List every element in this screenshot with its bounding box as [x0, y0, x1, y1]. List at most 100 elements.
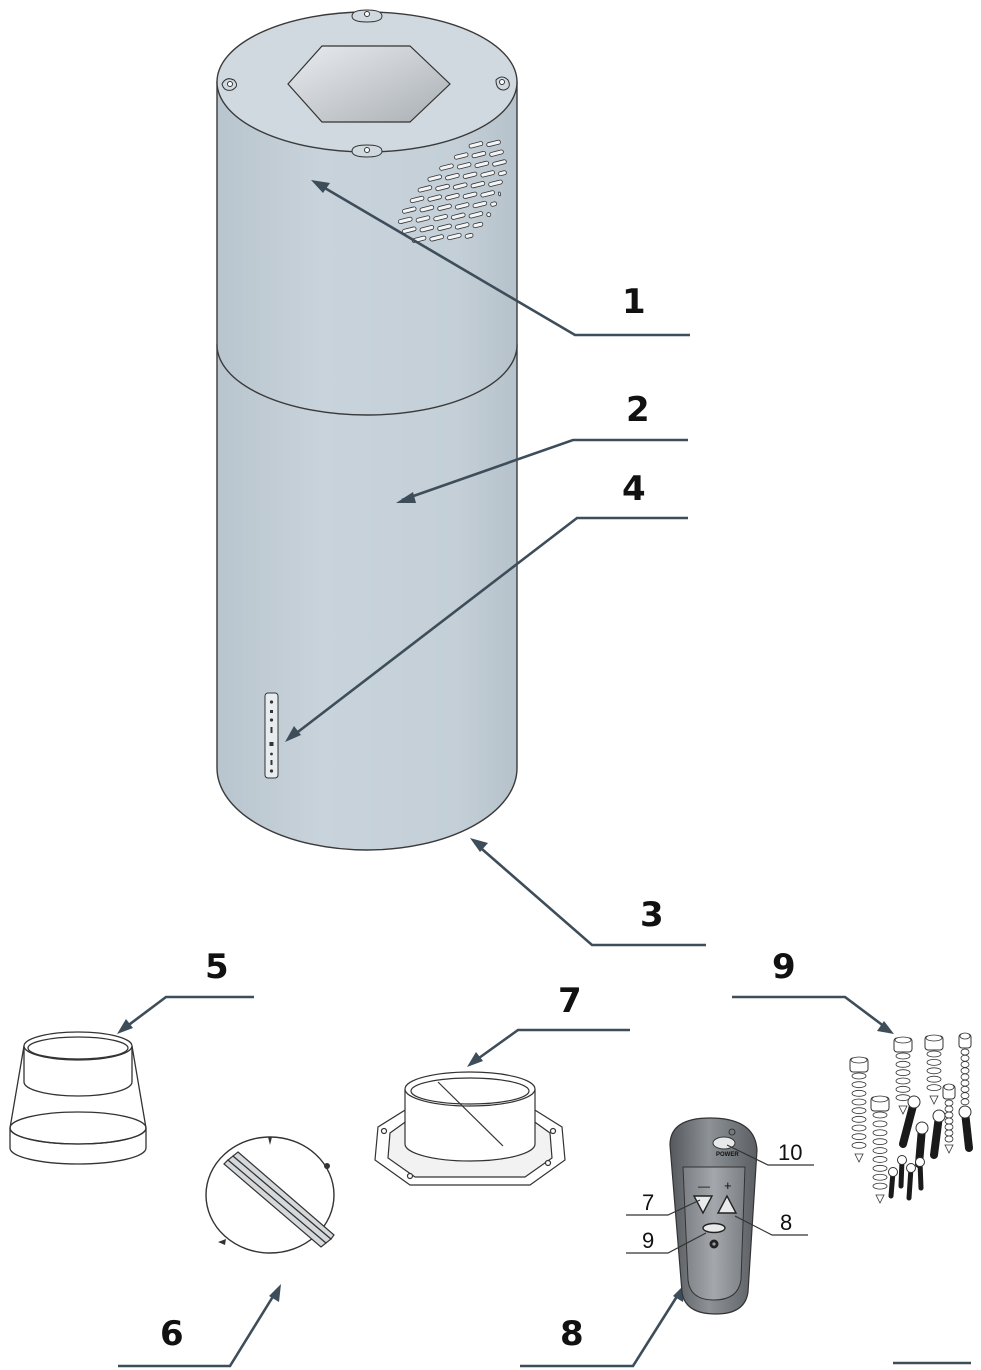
remote-callouts: 10 7 8 9 — [626, 1140, 814, 1254]
vent-slot — [462, 171, 478, 179]
screws-and-plugs — [849, 1032, 973, 1204]
callout-7: 7 — [558, 981, 582, 1021]
round-filter — [205, 1136, 335, 1254]
wall-plug — [899, 1098, 918, 1148]
callout-3: 3 — [640, 895, 664, 935]
top-outlet-plate — [287, 45, 451, 123]
plus-label: + — [724, 1178, 732, 1193]
leader-6 — [118, 1289, 279, 1368]
arrow-head-4 — [285, 726, 301, 742]
leader-2 — [401, 438, 688, 502]
vent-slot — [490, 201, 497, 207]
vent-slot — [468, 141, 484, 149]
screw — [924, 1034, 944, 1105]
vent-slot — [489, 149, 504, 157]
vent-slot — [454, 202, 470, 210]
vent-slot — [453, 152, 469, 160]
keyhole-tabs — [221, 9, 510, 158]
vent-slot — [462, 191, 478, 199]
wall-plug-head — [932, 1109, 946, 1123]
hood-upper-chimney — [216, 81, 518, 416]
wall-plug-head — [906, 1163, 916, 1173]
leader-5 — [121, 995, 254, 1032]
duct-flange — [374, 1071, 566, 1186]
screw — [849, 1056, 869, 1163]
vent-slot — [452, 182, 468, 190]
remote-callout-8: 8 — [780, 1210, 792, 1235]
vent-slot — [429, 234, 444, 242]
callout-2: 2 — [626, 390, 650, 430]
vent-slot — [498, 170, 507, 177]
vent-slot — [492, 159, 507, 167]
speed-up-button — [716, 1194, 738, 1214]
vent-slot — [409, 195, 425, 204]
vent-slot — [468, 211, 484, 219]
remote-callout-10: 10 — [778, 1140, 802, 1165]
vent-slot — [472, 200, 488, 209]
minus-label: — — [698, 1179, 710, 1193]
control-panel — [264, 692, 279, 779]
duct-reducer — [9, 1031, 147, 1165]
arrow-head-3 — [470, 838, 488, 852]
arrow-head-6 — [269, 1284, 281, 1302]
screw — [893, 1036, 913, 1115]
vent-slot — [398, 216, 413, 225]
screw — [942, 1083, 956, 1154]
wall-plug-head — [907, 1095, 921, 1109]
arrow-head-7 — [467, 1052, 483, 1067]
vent-slot — [439, 163, 454, 171]
hood-lower-body — [216, 344, 518, 851]
vent-slot — [451, 212, 466, 220]
vent-slot — [472, 221, 484, 229]
wall-plug — [930, 1112, 943, 1159]
callout-numbers: 1 2 4 3 5 9 7 6 8 — [160, 282, 796, 1354]
arrow-head-9 — [877, 1021, 894, 1034]
arrow-head-5 — [117, 1019, 133, 1034]
screw — [870, 1095, 890, 1204]
vent-slot — [470, 181, 486, 189]
vent-slot — [456, 162, 472, 170]
vent-slot — [464, 232, 474, 239]
leader-lines — [117, 180, 971, 1368]
vent-slot — [486, 139, 501, 148]
wall-plug-head — [915, 1121, 929, 1135]
leader-4 — [289, 516, 688, 740]
vent-slot — [480, 190, 495, 198]
leader-8 — [520, 1289, 683, 1368]
vent-slot — [447, 232, 462, 241]
light-button — [702, 1222, 726, 1234]
hood-cylinder — [216, 9, 518, 851]
wall-plug-head — [897, 1155, 907, 1165]
arrow-head-1 — [311, 180, 330, 193]
vent-slot — [437, 203, 452, 211]
callout-8: 8 — [560, 1314, 584, 1354]
vent-slot — [498, 191, 502, 197]
vent-slot — [454, 222, 470, 230]
leader-3 — [474, 842, 706, 947]
remote-callout-9: 9 — [642, 1228, 654, 1253]
leader-1 — [317, 182, 690, 337]
vent-slot — [480, 170, 495, 178]
vent-slot — [435, 183, 450, 192]
vent-slot — [419, 225, 435, 233]
vent-slot — [445, 173, 460, 181]
callout-4: 4 — [622, 469, 646, 509]
vent-slot — [427, 194, 442, 202]
callout-1: 1 — [622, 282, 646, 322]
wall-plug-head — [888, 1167, 898, 1177]
power-label: POWER — [716, 1152, 739, 1158]
vent-slot — [417, 185, 433, 193]
arrow-head-2 — [396, 492, 416, 503]
vent-slot — [401, 226, 417, 234]
screw — [958, 1032, 972, 1117]
leader-9 — [732, 995, 890, 1032]
vent-slot — [437, 223, 452, 231]
vent-slot — [471, 150, 487, 159]
vent-slot — [486, 212, 492, 218]
wall-plug-head — [915, 1157, 925, 1167]
remote-control: POWER — + — [669, 1117, 758, 1315]
vent-slot — [415, 215, 431, 223]
vent-slot — [433, 213, 448, 222]
callout-6: 6 — [160, 1314, 184, 1354]
